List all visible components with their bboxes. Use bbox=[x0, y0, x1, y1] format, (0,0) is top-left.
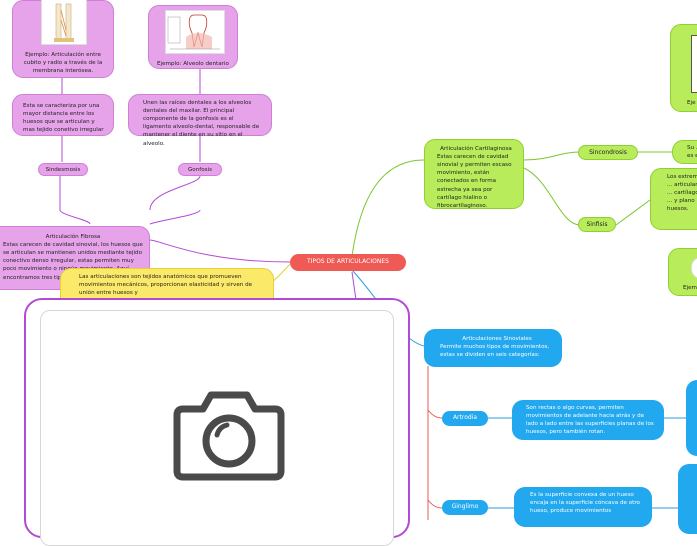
example2-image bbox=[691, 257, 697, 279]
artrodia-example-node bbox=[686, 380, 697, 456]
sincondrosis-desc-node[interactable]: Su ... es el ... bbox=[672, 140, 697, 164]
center-node[interactable]: TIPOS DE ARTICULACIONES bbox=[290, 254, 406, 271]
cartilaginosa-example2-node[interactable]: Ejem bbox=[668, 248, 697, 296]
gonfosis-node[interactable]: Gonfosis bbox=[178, 163, 222, 176]
gonfosis-desc-node[interactable]: Unen las raíces dentales a los alveolos … bbox=[128, 94, 272, 147]
artrodia-node[interactable]: Artrodia bbox=[442, 411, 488, 426]
image-placeholder-frame bbox=[40, 310, 394, 546]
example1-image bbox=[691, 35, 697, 93]
cartilaginosa-title: Articulación Cartilaginosa bbox=[440, 146, 512, 152]
connector-lines bbox=[59, 68, 686, 520]
sinoviales-node[interactable]: Articulaciones Sinoviales Permite muchos… bbox=[424, 329, 562, 367]
bone-icon bbox=[54, 3, 74, 42]
fibrosa-title: Articulación Fibrosa bbox=[45, 234, 101, 240]
example2-text: Ejem bbox=[683, 285, 697, 291]
ginglimo-desc-node[interactable]: Es la superficie convexa de un hueso enc… bbox=[514, 487, 652, 527]
gonfosis-example-text: Ejemplo: Alveolo dentario bbox=[157, 61, 229, 67]
ginglimo-example-node bbox=[678, 464, 697, 534]
tooth-image bbox=[165, 10, 225, 54]
cartilaginosa-node[interactable]: Articulación Cartilaginosa Estas carecen… bbox=[424, 139, 524, 209]
camera-icon bbox=[173, 391, 285, 481]
image-placeholder[interactable] bbox=[24, 298, 410, 546]
artrodia-desc-node[interactable]: Son rectas o algo curvas, permiten movim… bbox=[512, 400, 664, 440]
arm-image bbox=[41, 0, 87, 45]
cartilaginosa-example1-node[interactable]: Eje bbox=[670, 24, 697, 112]
sinoviales-text: Permite muchos tipos de movimientos, est… bbox=[440, 344, 550, 359]
sindesmosis-node[interactable]: Sindesmosis bbox=[38, 163, 88, 176]
sincondrosis-node[interactable]: Sincondrosis bbox=[578, 145, 638, 160]
sinfisis-node[interactable]: Sinfisis bbox=[578, 217, 616, 232]
intro-node[interactable]: Las articulaciones son tejidos anatómico… bbox=[60, 268, 274, 300]
sindesmosis-desc-node[interactable]: Esta se caracteriza por una mayor distan… bbox=[12, 94, 114, 136]
sinfisis-desc-node[interactable]: Los extremos ... articulan ... cartílago… bbox=[650, 168, 697, 230]
cartilaginosa-text: Estas carecen de cavidad sinovial y perm… bbox=[437, 154, 512, 209]
sindesmosis-example-node[interactable]: Ejemplo: Articulación entre cubito y rad… bbox=[12, 0, 114, 78]
sinoviales-title: Articulaciones Sinoviales bbox=[462, 336, 532, 342]
sindesmosis-example-text: Ejemplo: Articulación entre cubito y rad… bbox=[23, 52, 103, 75]
example1-text: Eje bbox=[687, 100, 696, 106]
ginglimo-node[interactable]: Ginglimo bbox=[442, 500, 488, 515]
gonfosis-example-node[interactable]: Ejemplo: Alveolo dentario bbox=[148, 5, 238, 69]
tooth-icon bbox=[167, 14, 220, 50]
